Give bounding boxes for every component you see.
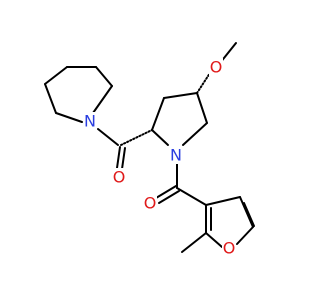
atom-label: O — [113, 168, 126, 187]
furan-ring — [205, 196, 255, 248]
atom-label: O — [223, 239, 236, 258]
atom-label: O — [144, 194, 157, 213]
atom-o-furan: O — [222, 239, 236, 258]
furan-methyl-bond — [181, 232, 207, 253]
stereo-wedge-c4 — [196, 72, 211, 94]
atom-label: O — [210, 58, 223, 77]
proline-ring — [151, 92, 208, 146]
amide-bond-top — [97, 128, 126, 170]
atom-o-carbonyl-top: O — [112, 168, 126, 187]
amide-bond-bottom — [155, 161, 207, 206]
atom-label: N — [170, 146, 182, 165]
atom-n-pyrrolidine: N — [83, 112, 97, 131]
molecule-structure: N O N O O O — [44, 42, 255, 258]
atom-o-methoxy: O — [209, 58, 223, 77]
pyrrolidine-ring — [44, 66, 113, 123]
atom-label: N — [84, 112, 96, 131]
atom-n-proline: N — [169, 146, 183, 165]
atom-o-carbonyl-bottom: O — [143, 194, 157, 213]
stereo-wedge-c2 — [120, 129, 153, 146]
